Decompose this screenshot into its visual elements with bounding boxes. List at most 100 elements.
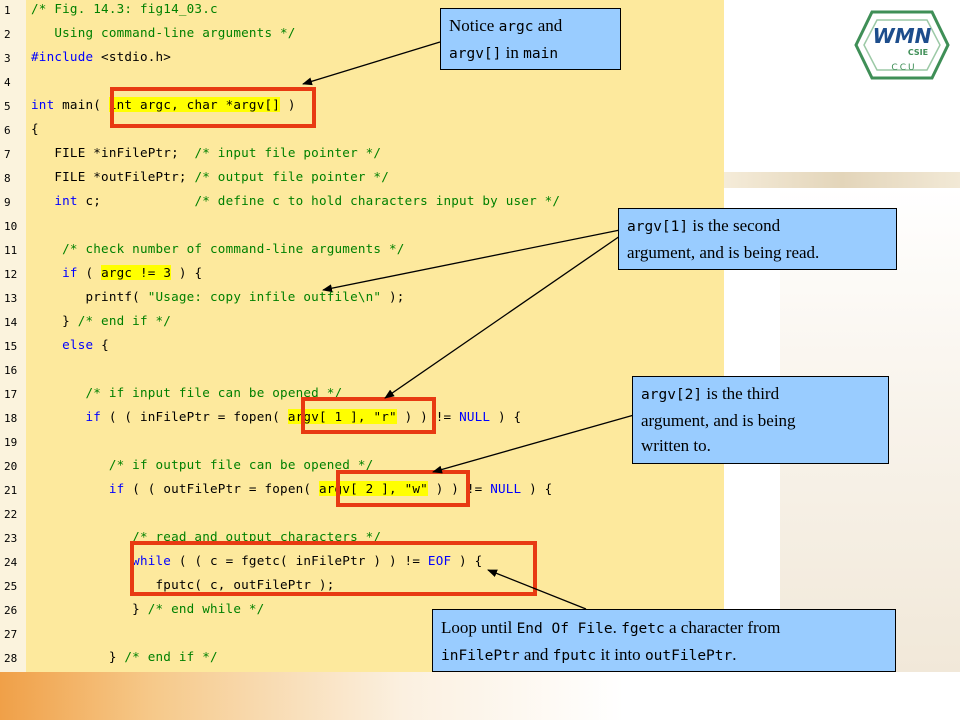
code-token: ( ( c = fgetc( inFilePtr ) ) !=: [171, 553, 428, 568]
code-token: FILE *inFilePtr;: [31, 145, 195, 160]
code-token: ): [280, 97, 296, 112]
line-number: 19: [4, 436, 18, 449]
code-text: while ( ( c = fgetc( inFilePtr ) ) != EO…: [31, 553, 482, 568]
code-token: [31, 553, 132, 568]
callout-text: fgetc: [621, 621, 665, 637]
callout-loop-eof: Loop until End Of File. fgetc a characte…: [432, 609, 896, 672]
code-token: /* input file pointer */: [194, 145, 382, 160]
code-token: #include: [31, 49, 102, 64]
code-text: } /* end while */: [31, 601, 264, 616]
code-text: if ( ( inFilePtr = fopen( argv[ 1 ], "r"…: [31, 409, 521, 424]
code-line: 15 else {: [0, 336, 724, 360]
code-token: [31, 457, 109, 472]
code-text: /* if output file can be opened */: [31, 457, 373, 472]
line-number: 5: [4, 100, 11, 113]
callout-text: argv[]: [449, 46, 502, 62]
code-line: 18 if ( ( inFilePtr = fopen( argv[ 1 ], …: [0, 408, 724, 432]
callout-text: argv[1]: [627, 219, 689, 235]
code-line: 7 FILE *inFilePtr; /* input file pointer…: [0, 144, 724, 168]
code-token: printf(: [31, 289, 148, 304]
callout-text: in: [501, 43, 524, 62]
code-token: /* if output file can be opened */: [108, 457, 374, 472]
code-token: else: [62, 337, 94, 352]
line-number: 18: [4, 412, 18, 425]
line-number: 23: [4, 532, 18, 545]
code-token: [31, 409, 85, 424]
code-token: ) {: [490, 409, 522, 424]
code-text: } /* end if */: [31, 649, 218, 664]
line-number: 21: [4, 484, 18, 497]
wmn-lab-logo: WMN CSIE CCU: [854, 10, 950, 80]
code-text: int c; /* define c to hold characters in…: [31, 193, 560, 208]
code-text: int main( int argc, char *argv[] ): [31, 97, 296, 112]
callout-text: and: [519, 645, 553, 664]
line-number: 2: [4, 28, 11, 41]
code-text: /* check number of command-line argument…: [31, 241, 405, 256]
line-number: 20: [4, 460, 18, 473]
code-line: 12 if ( argc != 3 ) {: [0, 264, 724, 288]
code-line: 23 /* read and output characters */: [0, 528, 724, 552]
line-number: 11: [4, 244, 18, 257]
code-token: );: [381, 289, 405, 304]
code-token: if: [85, 409, 102, 424]
callout-text: .: [732, 645, 737, 664]
code-token: {: [31, 121, 39, 136]
line-number: 17: [4, 388, 18, 401]
line-number: 3: [4, 52, 11, 65]
code-line: 2 Using command-line arguments */: [0, 24, 724, 48]
line-number: 10: [4, 220, 18, 233]
code-text: } /* end if */: [31, 313, 171, 328]
code-line: 20 /* if output file can be opened */: [0, 456, 724, 480]
callout-text: outFilePtr: [644, 648, 733, 664]
code-text: fputc( c, outFilePtr );: [31, 577, 335, 592]
code-token: NULL: [490, 481, 522, 496]
code-line: 28 } /* end if */: [0, 648, 724, 672]
highlight-box-argv2: [336, 470, 470, 507]
callout-text: Notice: [449, 16, 499, 35]
code-text: /* read and output characters */: [31, 529, 381, 544]
code-line: 21 if ( ( outFilePtr = fopen( argv[ 2 ],…: [0, 480, 724, 504]
code-token: if: [108, 481, 125, 496]
code-line: 27: [0, 624, 724, 648]
callout-text: End Of File: [516, 621, 613, 637]
line-number: 13: [4, 292, 18, 305]
logo-main-text: WMN: [873, 24, 932, 48]
code-line: 10: [0, 216, 724, 240]
line-number: 6: [4, 124, 11, 137]
code-token: FILE *outFilePtr;: [31, 169, 195, 184]
callout-text: fputc: [552, 648, 597, 664]
code-line: 5 int main( int argc, char *argv[] ): [0, 96, 724, 120]
line-number: 4: [4, 76, 11, 89]
code-line: 26 } /* end while */: [0, 600, 724, 624]
code-token: fputc( c, outFilePtr );: [31, 577, 335, 592]
line-number: 27: [4, 628, 18, 641]
code-text: printf( "Usage: copy infile outfile\n" )…: [31, 289, 405, 304]
code-line: 9 int c; /* define c to hold characters …: [0, 192, 724, 216]
line-number: 1: [4, 4, 11, 17]
line-number: 9: [4, 196, 11, 209]
line-number: 22: [4, 508, 18, 521]
callout-text: Loop until: [441, 618, 517, 637]
code-text: /* if input file can be opened */: [31, 385, 342, 400]
code-token: }: [31, 313, 78, 328]
line-number: 12: [4, 268, 18, 281]
code-token: c;: [77, 193, 195, 208]
logo-lab-text: CSIE: [908, 48, 928, 57]
code-token: ) {: [171, 265, 203, 280]
callout-text: main: [523, 46, 559, 62]
line-number: 7: [4, 148, 11, 161]
highlight-box-argv1: [301, 397, 436, 434]
code-text: FILE *inFilePtr; /* input file pointer *…: [31, 145, 381, 160]
code-line: 22: [0, 504, 724, 528]
code-line: 17 /* if input file can be opened */: [0, 384, 724, 408]
code-line: 25 fputc( c, outFilePtr );: [0, 576, 724, 600]
code-text: FILE *outFilePtr; /* output file pointer…: [31, 169, 389, 184]
code-token: argv[ 2 ], "w": [318, 481, 428, 496]
callout-text: inFilePtr: [441, 648, 520, 664]
code-token: [31, 337, 62, 352]
code-token: /* end while */: [147, 601, 265, 616]
code-token: <stdio.h>: [101, 49, 172, 64]
